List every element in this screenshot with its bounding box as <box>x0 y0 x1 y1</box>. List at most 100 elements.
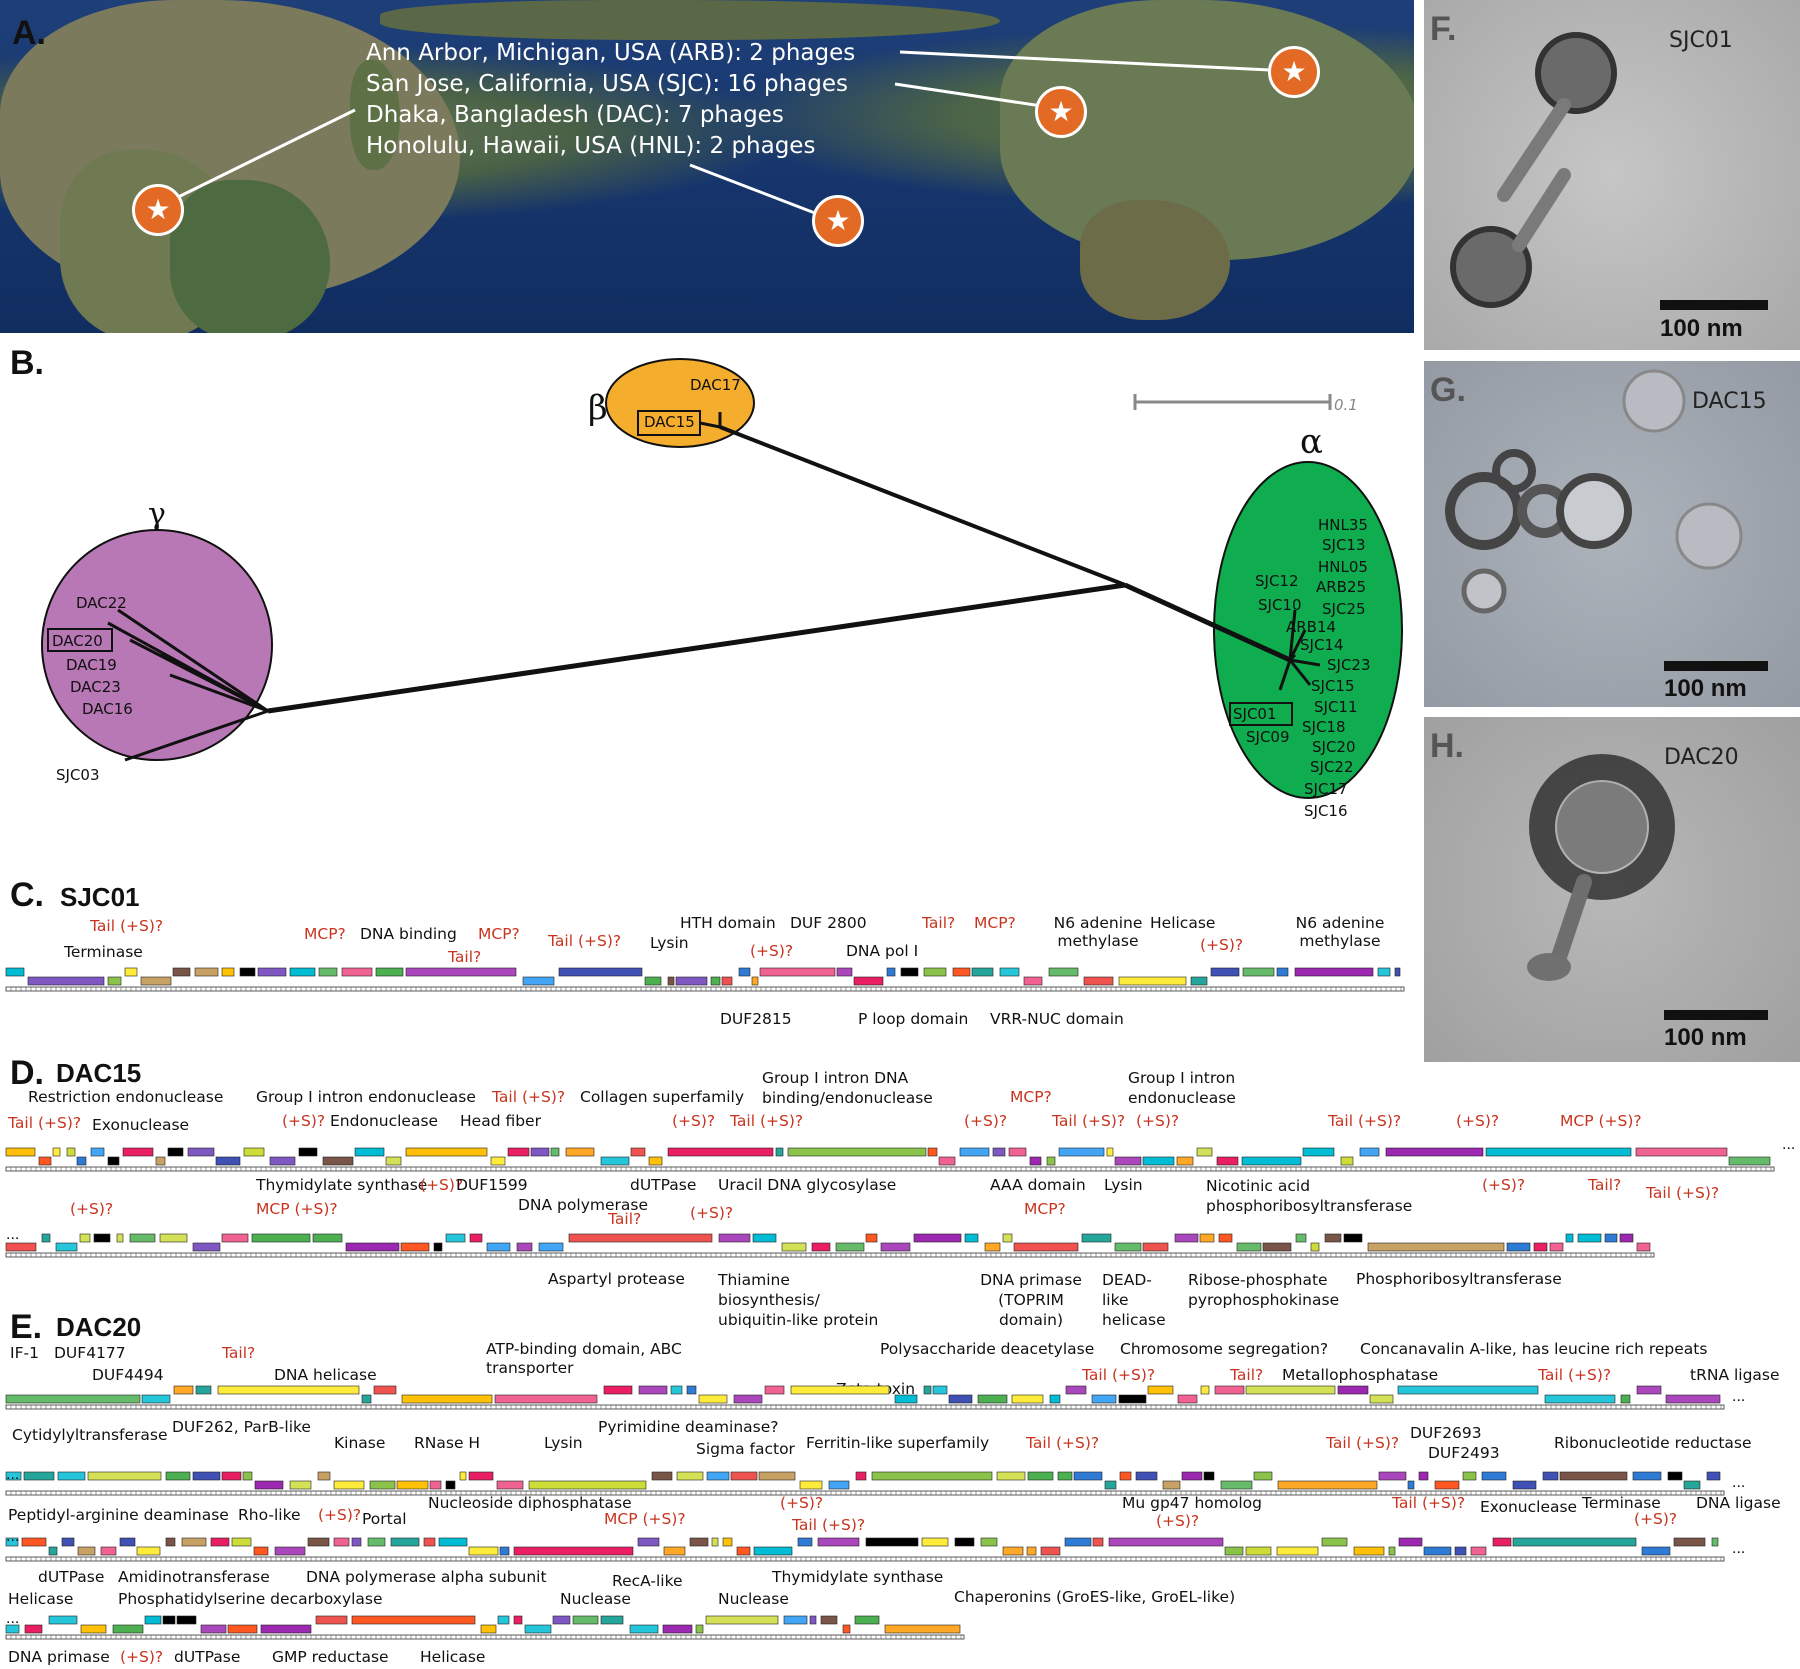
gene-box <box>354 1147 385 1157</box>
annot-d-thymidylate: Thymidylate synthase <box>256 1176 428 1194</box>
gene-box <box>215 1156 241 1166</box>
annot-d-collagen: Collagen superfamily <box>580 1088 745 1106</box>
gene-box <box>675 976 708 986</box>
annot-e-reca: RecA-like <box>612 1572 683 1590</box>
annot-e-nuclease-1: Nuclease <box>560 1590 631 1608</box>
annot-e-tail-4: Tail (+S)? <box>1538 1366 1612 1384</box>
annot-c-ploop: P loop domain <box>858 1010 969 1028</box>
gene-box <box>817 1537 860 1547</box>
cluster-beta-ellipse <box>605 358 755 448</box>
annot-c-tail-2: Tail? <box>448 948 482 966</box>
continuation-mark: ... <box>1732 1474 1746 1491</box>
gene-box <box>775 1147 784 1157</box>
gene-box <box>396 1480 429 1490</box>
gene-box <box>48 1546 58 1556</box>
gene-box <box>964 1233 979 1243</box>
cluster-gamma-symbol: γ <box>148 497 166 532</box>
continuation-mark: ... <box>1732 1540 1746 1557</box>
continuation-mark: ... <box>6 1610 20 1627</box>
tree-leaf-dac23: DAC23 <box>70 678 121 696</box>
gene-box <box>1544 1394 1616 1404</box>
gene-box <box>603 1385 633 1395</box>
gene-box <box>172 967 191 977</box>
gene-box <box>1324 1233 1342 1243</box>
gene-box <box>1385 1147 1484 1157</box>
em-label-h: DAC20 <box>1664 745 1739 770</box>
gene-box <box>5 967 25 977</box>
tree-branch-gamma <box>267 582 1126 714</box>
gene-box <box>787 1147 927 1157</box>
tree-leaf-sjc18: SJC18 <box>1302 718 1346 736</box>
annot-e-pyrimidine: Pyrimidine deaminase? <box>598 1418 779 1436</box>
phage-micrograph-g <box>1445 369 1743 614</box>
gene-box <box>315 1615 348 1625</box>
annot-d-s-2: (+S)? <box>672 1112 716 1130</box>
gene-box <box>1559 1471 1628 1481</box>
gene-box <box>977 1394 1008 1404</box>
annot-e-dnaprimase: DNA primase <box>8 1648 110 1666</box>
genome-ruler <box>5 1556 1725 1562</box>
gene-box <box>129 1233 156 1243</box>
map-connector-lines <box>161 50 1271 217</box>
gene-box <box>401 1394 493 1404</box>
annot-e-phosphatidyl: Phosphatidylserine decarboxylase <box>118 1590 383 1608</box>
annot-d-s-9: (+S)? <box>1482 1176 1526 1194</box>
gene-box <box>1058 1147 1105 1157</box>
tree-leaf-arb25: ARB25 <box>1316 578 1367 596</box>
gene-box <box>217 1385 360 1395</box>
gene-box <box>269 1156 296 1166</box>
japan-landmass <box>350 60 400 170</box>
gene-box <box>112 1624 144 1634</box>
annot-e-tail-6: Tail (+S)? <box>1326 1434 1400 1452</box>
annot-e-chromseg: Chromosome segregation? <box>1120 1340 1329 1358</box>
gene-box <box>894 1394 918 1404</box>
annot-e-duf4494: DUF4494 <box>92 1366 164 1384</box>
gene-box <box>469 1233 483 1243</box>
gene-box <box>900 967 919 977</box>
gene-box <box>141 1394 171 1404</box>
gene-box <box>871 1471 993 1481</box>
tree-leaf-sjc12: SJC12 <box>1255 572 1299 590</box>
gene-box <box>938 1156 956 1166</box>
gene-box <box>1353 1546 1385 1556</box>
gene-box <box>705 1615 779 1625</box>
gene-box <box>289 967 316 977</box>
annot-d-headfiber: Head fiber <box>460 1112 541 1130</box>
scale-text-h: 100 nm <box>1664 1024 1747 1051</box>
gene-box <box>753 1546 793 1556</box>
gene-box <box>1512 1480 1537 1490</box>
gene-box <box>865 1537 919 1547</box>
star-icon: ★ <box>132 184 184 236</box>
gene-box <box>5 1471 22 1481</box>
gene-box <box>1135 1471 1158 1481</box>
gene-box <box>686 1385 697 1395</box>
gene-box <box>5 1624 20 1634</box>
gene-box <box>79 1233 91 1243</box>
gene-box <box>711 1537 719 1547</box>
tree-leaf-sjc16: SJC16 <box>1304 802 1348 820</box>
annot-e-s-5: (+S)? <box>120 1648 164 1666</box>
gene-box <box>923 967 947 977</box>
em-image-sjc01: F. SJC01 100 nm <box>1424 0 1800 350</box>
gene-box <box>923 1385 932 1395</box>
tree-leaf-sjc15: SJC15 <box>1311 677 1355 695</box>
annot-e-ferritin: Ferritin-like superfamily <box>806 1434 990 1452</box>
annot-e-tail-8: Tail (+S)? <box>1392 1494 1466 1512</box>
gene-box <box>600 1615 624 1625</box>
gene-box <box>23 1471 55 1481</box>
gene-box <box>87 1471 162 1481</box>
annot-d-s-7: (+S)? <box>420 1176 464 1194</box>
gene-box <box>369 1480 396 1490</box>
gene-box <box>61 1537 75 1547</box>
annot-d-restriction: Restriction endonuclease <box>28 1088 224 1106</box>
annot-e-terminase: Terminase <box>1582 1494 1661 1512</box>
annot-e-gmp: GMP reductase <box>272 1648 389 1666</box>
gene-box <box>1635 1147 1728 1157</box>
annot-d-s-4: (+S)? <box>1136 1112 1180 1130</box>
gene-box <box>1604 1233 1618 1243</box>
gene-box <box>1083 976 1114 986</box>
gene-box <box>5 1147 36 1157</box>
gene-box <box>1337 1385 1369 1395</box>
gene-box <box>1636 1385 1662 1395</box>
annot-c-s-2: (+S)? <box>1200 936 1244 954</box>
